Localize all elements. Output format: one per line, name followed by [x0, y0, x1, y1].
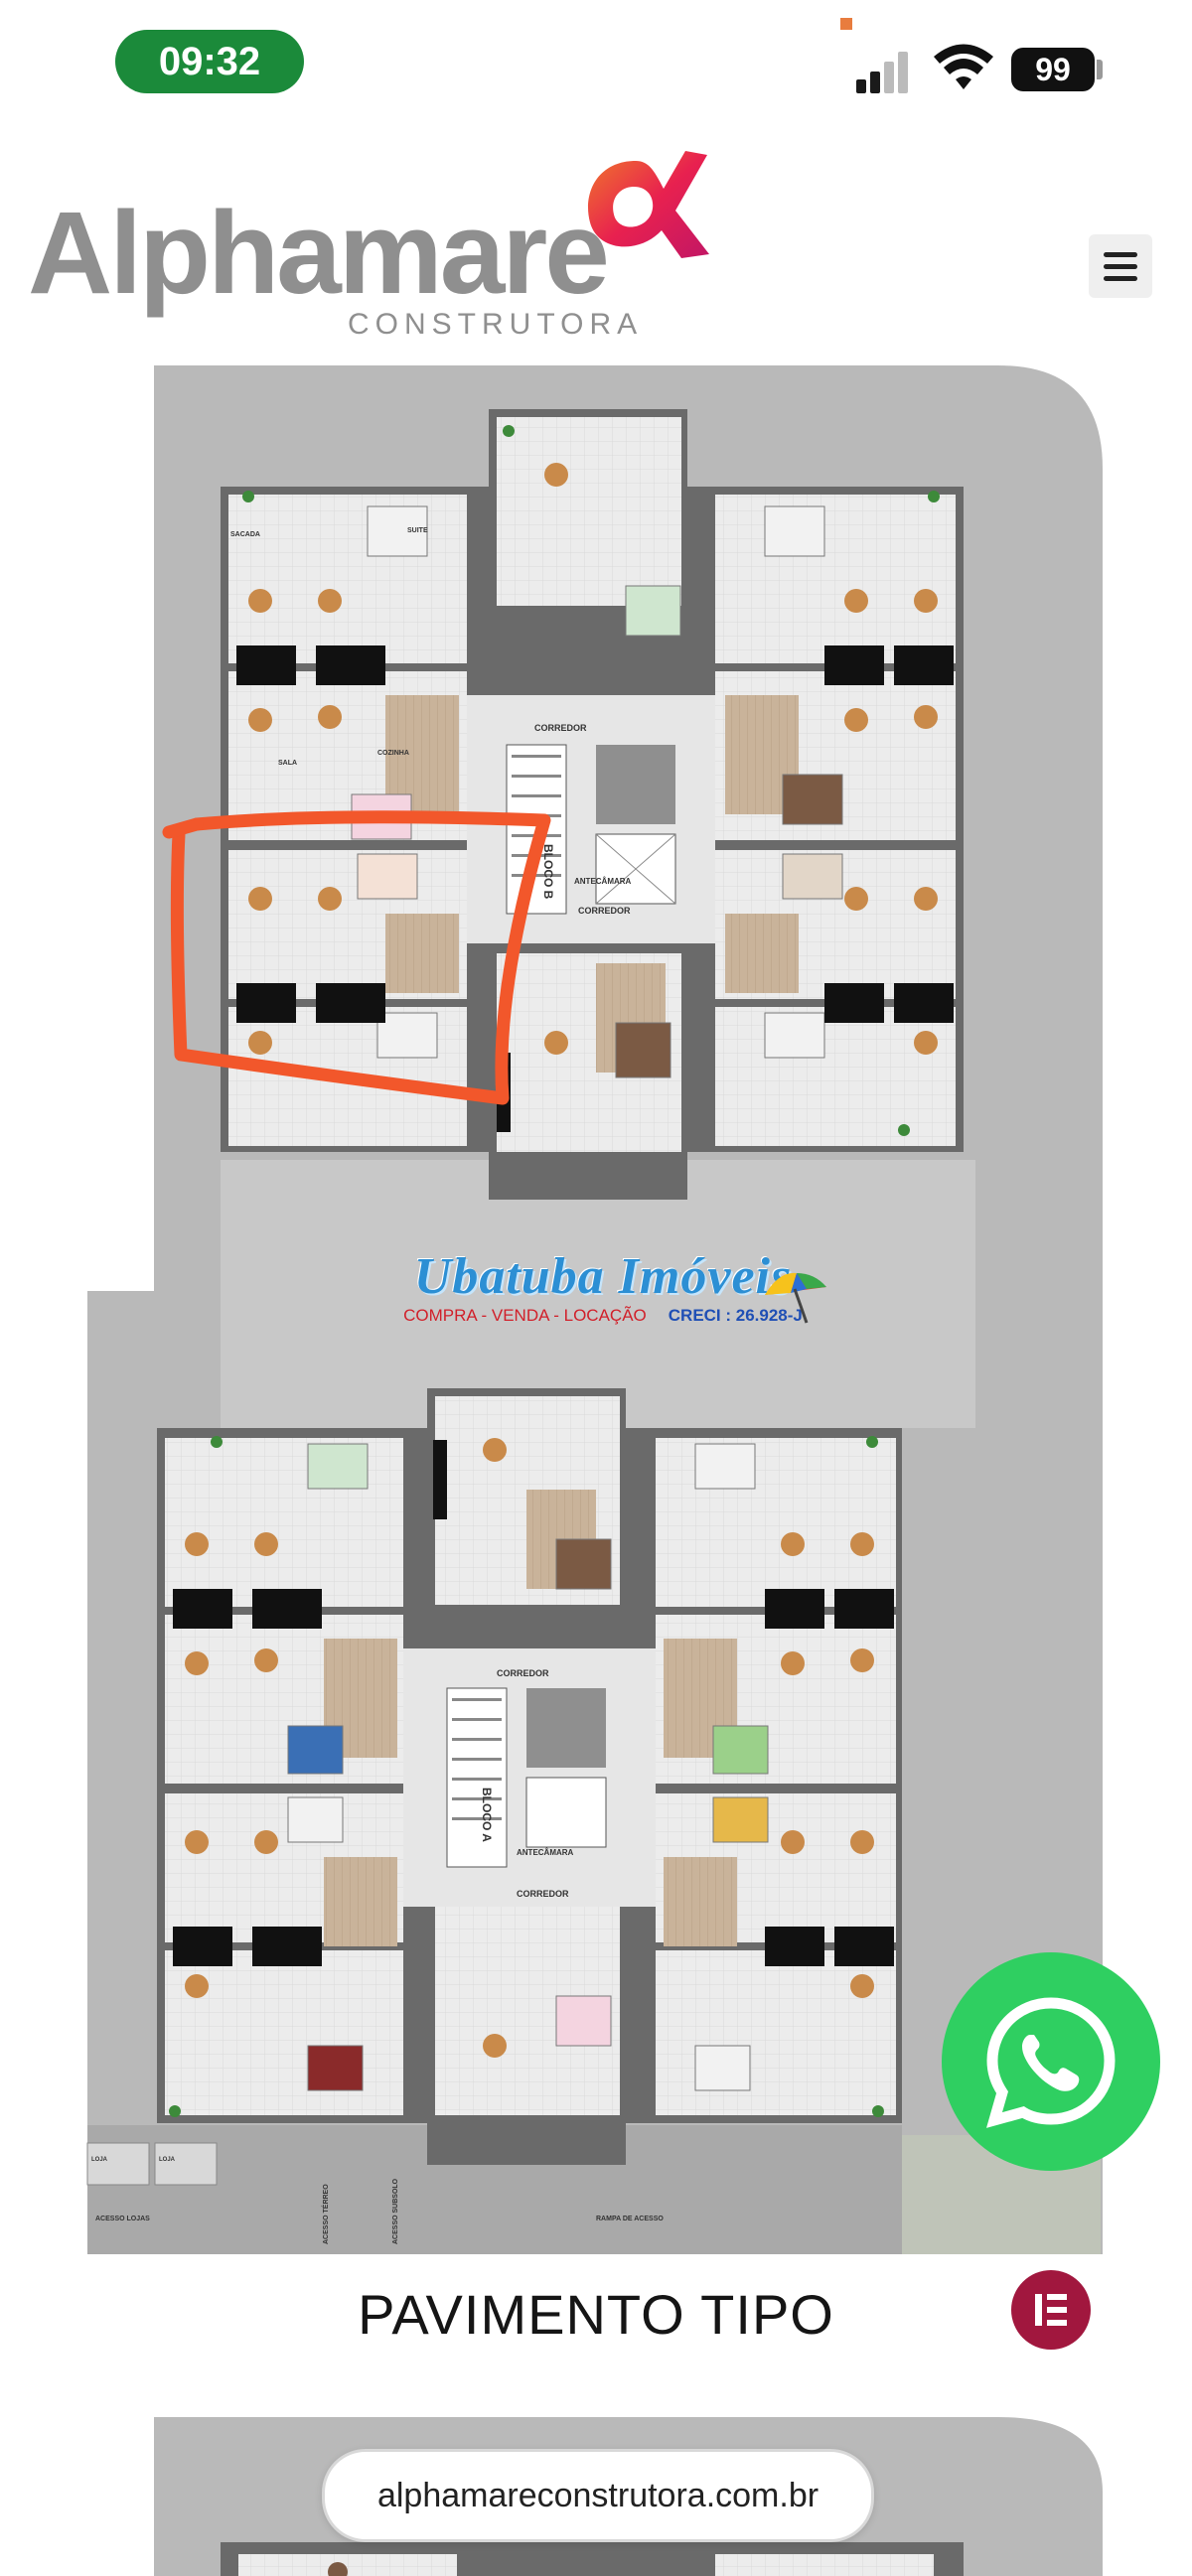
antechamber-label-b: ANTECÂMARA	[574, 877, 632, 886]
room-label-sala: SALA	[278, 760, 297, 767]
menu-line-icon	[1104, 251, 1137, 257]
logo-alpha-icon	[587, 151, 709, 258]
wifi-icon	[934, 44, 993, 89]
watermark-ubatuba-imoveis: Ubatuba Imóveis COMPRA - VENDA - LOCAÇÃO…	[370, 1247, 836, 1326]
elementor-logo-icon	[1035, 2294, 1067, 2326]
whatsapp-icon	[986, 1997, 1116, 2128]
privacy-indicator	[840, 18, 852, 30]
watermark-services: COMPRA - VENDA - LOCAÇÃO	[403, 1306, 647, 1325]
room-label-sacada: SACADA	[230, 531, 260, 538]
corridor-label-b: CORREDOR	[534, 723, 587, 733]
block-b-label: BLOCO B	[541, 844, 555, 900]
access-shops-label: ACESSO LOJAS	[95, 2216, 150, 2222]
block-a-plan	[157, 1388, 902, 2165]
logo-text[interactable]: Alphamare	[28, 188, 610, 319]
corridor-label-b2: CORREDOR	[578, 906, 631, 916]
block-a-label: BLOCO A	[480, 1788, 494, 1842]
browser-url-bar[interactable]: alphamareconstrutora.com.br	[322, 2449, 874, 2542]
access-ground-label: ACESSO TÉRREO	[321, 2184, 330, 2244]
room-label-cozinha: COZINHA	[377, 750, 409, 757]
umbrella-icon	[765, 1272, 826, 1324]
access-basement-label: ACESSO SUBSOLO	[392, 2178, 399, 2244]
shop-label-2: LOJA	[159, 2157, 176, 2163]
menu-line-icon	[1104, 275, 1137, 281]
ramp-label: RAMPA DE ACESSO	[596, 2216, 664, 2222]
room-label-suite: SUITE	[407, 527, 428, 534]
menu-line-icon	[1104, 263, 1137, 269]
battery-indicator: 99	[1011, 48, 1095, 91]
status-time: 09:32	[115, 30, 304, 93]
elementor-icon[interactable]	[1011, 2270, 1091, 2350]
floor-plan-image: CORREDOR CORREDOR ANTECÂMARA BLOCO B COR…	[0, 358, 1192, 2274]
watermark-creci: CRECI : 26.928-J	[668, 1306, 803, 1325]
corridor-label-a: CORREDOR	[497, 1668, 549, 1678]
floor-plan-caption: PAVIMENTO TIPO	[358, 2283, 834, 2346]
antechamber-label-a: ANTECÂMARA	[517, 1848, 574, 1857]
cellular-signal-icon	[856, 50, 922, 93]
corridor-label-a2: CORREDOR	[517, 1889, 569, 1899]
battery-tip	[1097, 60, 1103, 79]
highlight-annotation	[170, 810, 551, 1105]
watermark-title: Ubatuba Imóveis	[413, 1248, 793, 1305]
logo-subtitle: CONSTRUTORA	[348, 308, 644, 341]
hamburger-menu-button[interactable]	[1089, 234, 1152, 298]
whatsapp-button[interactable]	[942, 1952, 1160, 2171]
shop-label-1: LOJA	[91, 2157, 108, 2163]
